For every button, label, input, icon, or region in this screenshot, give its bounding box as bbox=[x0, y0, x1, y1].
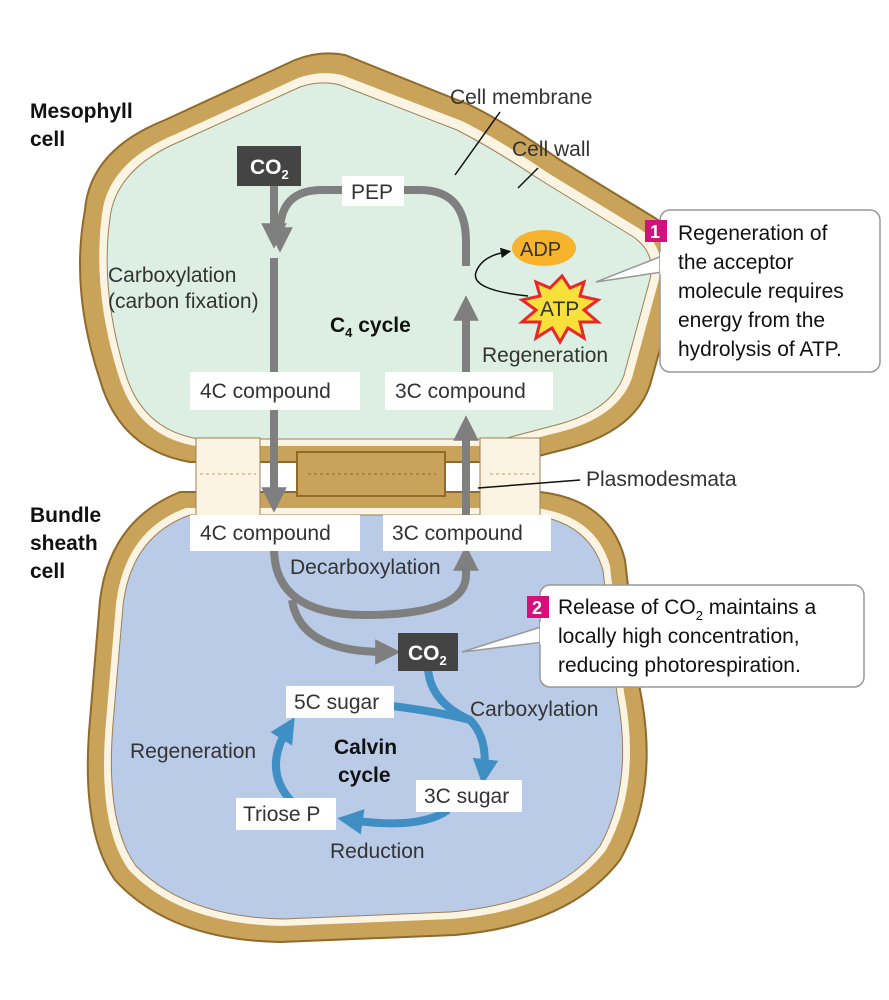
adp-badge bbox=[512, 230, 576, 266]
adp-label: ADP bbox=[520, 239, 561, 261]
co2-box-bottom: CO2 bbox=[398, 633, 458, 671]
reduction-arrow bbox=[337, 806, 451, 835]
calvin-carboxylation-label: Carboxylation bbox=[470, 698, 598, 721]
mesophyll-label-line1: Mesophyll bbox=[30, 100, 133, 123]
four-c-compound-top-box: 4C compound bbox=[190, 372, 360, 410]
callout-1-badge bbox=[645, 220, 667, 242]
mesophyll-label-line2: cell bbox=[30, 128, 65, 151]
c4-cycle-title: C4 cycle bbox=[330, 314, 411, 340]
callout-1-line-1: Regeneration of bbox=[678, 222, 828, 245]
calvin-regeneration-label: Regeneration bbox=[130, 740, 256, 763]
callout-1-line-2: the acceptor bbox=[678, 251, 794, 274]
cell-membrane-label: Cell membrane bbox=[450, 86, 592, 109]
callout-1-line-3: molecule requires bbox=[678, 280, 844, 303]
callout-1-line-5: hydrolysis of ATP. bbox=[678, 338, 842, 361]
atp-label: ATP bbox=[540, 298, 579, 321]
callout-2-line-2: locally high concentration, bbox=[558, 625, 800, 648]
calvin-cycle-arrows bbox=[270, 667, 499, 835]
svg-text:CO2: CO2 bbox=[250, 156, 289, 182]
three-c-sugar-label: 3C sugar bbox=[424, 785, 509, 808]
callout-1: 1 Regeneration of the acceptor molecule … bbox=[595, 209, 881, 373]
plasmodesmata bbox=[195, 437, 541, 519]
four-c-compound-bottom-box: 4C compound bbox=[190, 515, 360, 551]
svg-text:CO2: CO2 bbox=[408, 642, 447, 668]
four-c-compound-bottom-label: 4C compound bbox=[200, 522, 331, 545]
regeneration-arrow bbox=[270, 717, 296, 805]
triose-p-label: Triose P bbox=[243, 803, 320, 826]
carboxylation-label-line1: Carboxylation bbox=[108, 264, 236, 287]
callout-2-badge bbox=[527, 596, 549, 618]
cell-wall-label: Cell wall bbox=[512, 138, 590, 161]
atp-burst bbox=[517, 273, 603, 346]
pep-label: PEP bbox=[351, 181, 393, 204]
callout-2-number: 2 bbox=[532, 598, 542, 618]
co2-bottom-sub: 2 bbox=[440, 653, 447, 668]
calvin-title-line1: Calvin bbox=[334, 736, 397, 759]
callout-2: 2 Release of CO2 maintains a locally hig… bbox=[461, 584, 865, 688]
bundle-sheath-label-line3: cell bbox=[30, 560, 65, 583]
callout-1-line-4: energy from the bbox=[678, 309, 825, 332]
three-c-compound-bottom-box: 3C compound bbox=[383, 515, 551, 551]
callout-1-box bbox=[659, 209, 881, 373]
calvin-title-line2: cycle bbox=[338, 764, 391, 787]
regeneration-c4-label: Regeneration bbox=[482, 344, 608, 367]
adp-cycle-arrow bbox=[474, 247, 529, 297]
mesophyll-cell bbox=[79, 52, 682, 463]
plasmodesmata-leader bbox=[477, 479, 581, 489]
carboxylation-label-line2: (carbon fixation) bbox=[108, 290, 259, 313]
triose-p-box: Triose P bbox=[236, 798, 336, 830]
structure-labels: Cell membrane Cell wall Plasmodesmata bbox=[450, 86, 737, 491]
co2-box-top: CO2 bbox=[237, 146, 301, 186]
adp-atp-group: ADP ATP bbox=[474, 230, 603, 346]
cell-labels: Mesophyll cell Bundle sheath cell bbox=[30, 100, 133, 583]
five-c-sugar-label: 5C sugar bbox=[294, 691, 379, 714]
plasmodesmata-label: Plasmodesmata bbox=[586, 468, 737, 491]
callout-2-line-1: Release of CO2 maintains a bbox=[558, 596, 817, 623]
cell-wall-leader bbox=[517, 167, 539, 189]
co2-top-sub: 2 bbox=[282, 167, 289, 182]
four-c-compound-top-label: 4C compound bbox=[200, 380, 331, 403]
pep-box: PEP bbox=[342, 176, 404, 206]
bundle-sheath-label-line2: sheath bbox=[30, 532, 98, 555]
callout-1-number: 1 bbox=[650, 222, 660, 242]
three-c-compound-bottom-label: 3C compound bbox=[392, 522, 523, 545]
callout-2-line-3: reducing photorespiration. bbox=[558, 654, 801, 677]
three-c-compound-top-label: 3C compound bbox=[395, 380, 526, 403]
bundle-sheath-label-line1: Bundle bbox=[30, 504, 101, 527]
five-c-to-cycle-arrow bbox=[391, 702, 472, 724]
decarboxylation-label: Decarboxylation bbox=[290, 556, 441, 579]
decarboxylation-loop-arrow bbox=[270, 545, 479, 620]
five-c-sugar-box: 5C sugar bbox=[286, 686, 394, 718]
co2-bottom-text: CO bbox=[408, 642, 440, 665]
cell-membrane-leader bbox=[454, 111, 501, 176]
three-c-compound-top-box: 3C compound bbox=[385, 372, 553, 410]
pep-loop-arrow bbox=[267, 186, 470, 266]
co2-top-text: CO bbox=[250, 156, 282, 179]
three-c-sugar-box: 3C sugar bbox=[416, 780, 522, 812]
reduction-label: Reduction bbox=[330, 840, 425, 863]
co2-release-arrow bbox=[288, 599, 401, 665]
